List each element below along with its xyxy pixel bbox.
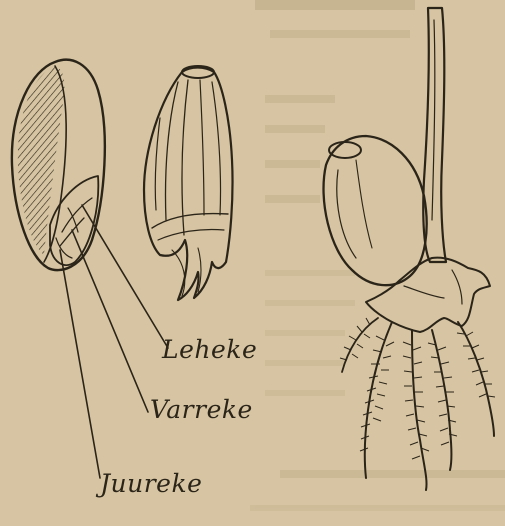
germinating-seedling-drawing — [324, 8, 495, 490]
bleed-through-texture — [250, 0, 505, 511]
label-stem: Varreke — [150, 395, 253, 424]
label-root: Juureke — [95, 469, 202, 498]
roots — [340, 318, 495, 490]
leader-lines — [60, 205, 168, 478]
label-leaf: Leheke — [161, 335, 257, 364]
seed-section-drawing — [12, 60, 105, 270]
husked-seed-drawing — [144, 66, 233, 300]
